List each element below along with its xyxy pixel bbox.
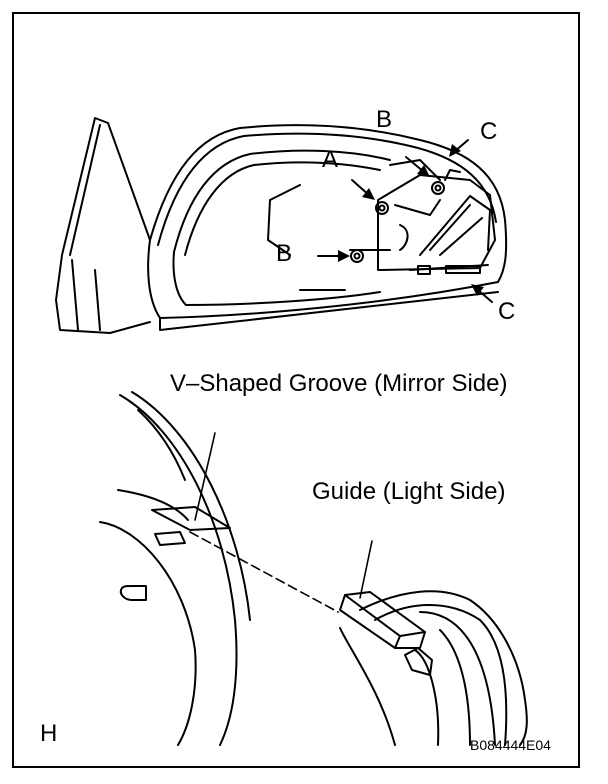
figure-frame	[12, 12, 580, 768]
groove-label: V–Shaped Groove (Mirror Side)	[170, 370, 508, 397]
leader-lines	[189, 432, 373, 613]
callout-label-b-top: B	[376, 106, 393, 133]
guide-label: Guide (Light Side)	[312, 478, 506, 505]
mirror-housing-drawing	[55, 117, 508, 334]
view-letter: H	[40, 720, 58, 747]
figure-code: B084444E04	[470, 737, 551, 753]
callout-label-b-left: B	[276, 240, 293, 267]
callout-arrows	[317, 139, 493, 303]
callout-label-a: A	[322, 146, 339, 173]
guide-groove-drawing	[99, 391, 528, 746]
callout-label-c-bottom: C	[498, 298, 516, 325]
callout-label-c-top: C	[480, 118, 498, 145]
